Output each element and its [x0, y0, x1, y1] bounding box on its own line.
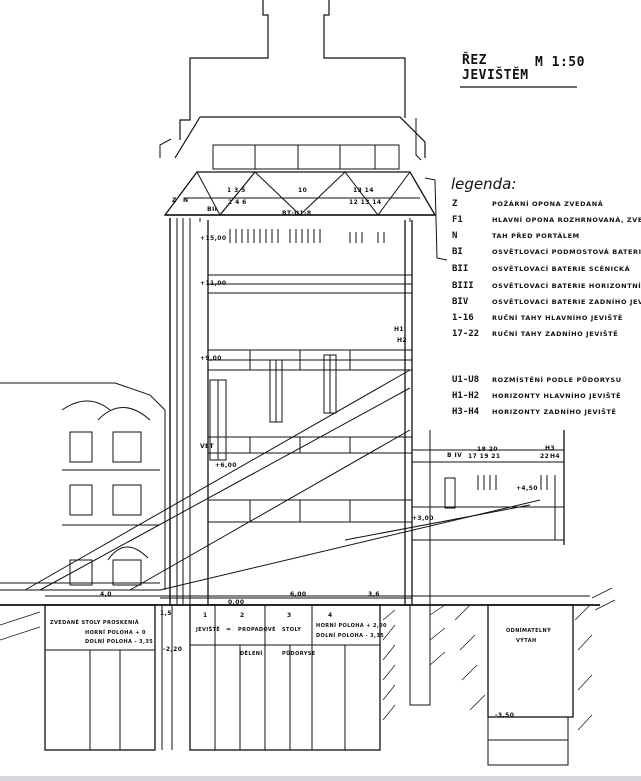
legend-text: OSVĚTLOVACÍ PODMOSTOVÁ BATERIE	[492, 248, 641, 256]
label-nums-a: 1 3 5	[227, 187, 246, 194]
legend-text: HLAVNÍ OPONA ROZHRNOVANÁ, ZVEDANÁ	[492, 216, 641, 224]
label-dim-b: 6,00	[290, 591, 307, 598]
label-nums-e: 18 20	[477, 446, 498, 453]
label-nums-d: 12 13 14	[349, 199, 382, 206]
substage-c1: JEVIŠTĚ	[196, 627, 221, 633]
substage-col-1: 1	[203, 612, 208, 619]
legend-text: HORIZONTY ZADNÍHO JEVIŠTĚ	[492, 408, 617, 416]
legend-text: POŽÁRNÍ OPONA ZVEDANÁ	[492, 200, 604, 208]
legend-text: RUČNÍ TAHY HLAVNÍHO JEVIŠTĚ	[492, 314, 623, 322]
legend-code: Z	[452, 199, 458, 209]
label-vet: VET	[200, 443, 215, 450]
label-h3: H3	[545, 445, 555, 452]
label-lvl-g: 0,00	[228, 599, 245, 606]
legend-code: BI	[452, 247, 463, 257]
label-num-10: 10	[298, 187, 308, 194]
substage-left-line1: ZVEDANÉ STOLY PROSKENIÁ	[50, 620, 140, 626]
substage-c2: PROPADOVÉ	[238, 627, 276, 633]
label-lvl-b: +11,00	[200, 280, 227, 287]
substage-col-3: 3	[287, 612, 292, 619]
legend-item: H3-H4 HORIZONTY ZADNÍHO JEVIŠTĚ	[452, 407, 617, 421]
substage-left-line3: DOLNÍ POLOHA - 3,35	[85, 639, 154, 645]
legend-code: 17-22	[452, 329, 480, 339]
substage-c4b: DOLNÍ POLOHA - 3,35	[316, 633, 385, 639]
bottom-edge-bar	[0, 776, 641, 781]
substage-minus: =	[226, 626, 232, 633]
legend-text: OSVĚTLOVACÍ BATERIE HORIZONTNÍ	[492, 282, 641, 290]
label-b2: BII	[207, 206, 218, 213]
label-z: Z	[172, 197, 177, 204]
label-nums-c: 13 14	[353, 187, 374, 194]
label-lvl-f: +3,00	[412, 515, 434, 522]
label-lvl-i: -3,50	[495, 712, 515, 719]
label-bt: BT·U1-8	[282, 210, 312, 217]
legend-code: H3-H4	[452, 407, 480, 417]
legend-code: U1-U8	[452, 375, 480, 385]
legend-text: ROZMÍSTĚNÍ PODLE PŮDORYSU	[492, 376, 622, 384]
legend-code: H1-H2	[452, 391, 480, 401]
label-lvl-h: -2,20	[163, 646, 183, 653]
legend-heading: legenda:	[451, 175, 517, 193]
label-lvl-a: +15,00	[200, 235, 227, 242]
legend-text: OSVĚTLOVACÍ BATERIE SCÉNICKÁ	[492, 265, 631, 273]
legend-text: RUČNÍ TAHY ZADNÍHO JEVIŠTĚ	[492, 330, 619, 338]
legend-text: OSVĚTLOVACÍ BATERIE ZADNÍHO JEVIŠTĚ	[492, 298, 641, 306]
drawing-title-line2: JEVIŠTĚM	[462, 68, 529, 83]
label-lvl-e: +4,50	[516, 485, 538, 492]
label-h4: H4	[550, 453, 560, 460]
substage-col-4: 4	[328, 612, 333, 619]
legend-code: BIV	[452, 297, 469, 307]
substage-c3: STOLY	[282, 627, 302, 633]
label-h1: H1	[394, 326, 404, 333]
legend-item: N TAH PŘED PORTÁLEM	[452, 231, 580, 245]
legend-code: F1	[452, 215, 463, 225]
label-lvl-d: +6,00	[215, 462, 237, 469]
legend-item: F1 HLAVNÍ OPONA ROZHRNOVANÁ, ZVEDANÁ	[452, 215, 641, 229]
drawing-title-line1: ŘEZ	[462, 53, 487, 68]
legend-item: Z POŽÁRNÍ OPONA ZVEDANÁ	[452, 199, 603, 213]
legend-item: BIII OSVĚTLOVACÍ BATERIE HORIZONTNÍ	[452, 281, 641, 295]
legend-item: 17-22 RUČNÍ TAHY ZADNÍHO JEVIŠTĚ	[452, 329, 618, 343]
legend-code: BII	[452, 264, 469, 274]
legend-item: BI OSVĚTLOVACÍ PODMOSTOVÁ BATERIE	[452, 247, 641, 261]
substage-c3b: PŮDORYSE	[282, 651, 316, 657]
label-dim-a: 4,0	[100, 591, 112, 598]
legend-item: 1-16 RUČNÍ TAHY HLAVNÍHO JEVIŠTĚ	[452, 313, 623, 327]
label-b4: B IV	[447, 452, 463, 459]
drawing-scale: M 1:50	[535, 55, 585, 70]
substage-right-line2: VÝTAH	[516, 638, 537, 644]
substage-col-2: 2	[240, 612, 245, 619]
substage-c2b: DĚLENÍ	[240, 651, 263, 657]
legend-text: TAH PŘED PORTÁLEM	[492, 232, 580, 240]
legend-code: N	[452, 231, 458, 241]
label-nums-f: 17 19 21	[468, 453, 501, 460]
substage-right-line1: ODNÍMATELNÝ	[506, 628, 552, 634]
label-num-22: 22	[540, 453, 550, 460]
label-lvl-c: +9,00	[200, 355, 222, 362]
label-h2: H2	[397, 337, 407, 344]
label-dim-d: 1,5	[160, 610, 172, 617]
substage-left-line2: HORNÍ POLOHA + 0	[85, 630, 146, 636]
legend-text: HORIZONTY HLAVNÍHO JEVIŠTĚ	[492, 392, 622, 400]
label-dim-c: 3,6	[368, 591, 380, 598]
label-n: N	[183, 197, 189, 204]
legend-item: BIV OSVĚTLOVACÍ BATERIE ZADNÍHO JEVIŠTĚ	[452, 297, 641, 311]
legend-code: BIII	[452, 281, 474, 291]
legend-code: 1-16	[452, 313, 474, 323]
legend-item: U1-U8 ROZMÍSTĚNÍ PODLE PŮDORYSU	[452, 375, 622, 389]
label-nums-b: 2 4 6	[228, 199, 247, 206]
substage-c4a: HORNÍ POLOHA + 2,00	[316, 623, 387, 629]
legend-item: BII OSVĚTLOVACÍ BATERIE SCÉNICKÁ	[452, 264, 630, 278]
legend-item: H1-H2 HORIZONTY HLAVNÍHO JEVIŠTĚ	[452, 391, 621, 405]
